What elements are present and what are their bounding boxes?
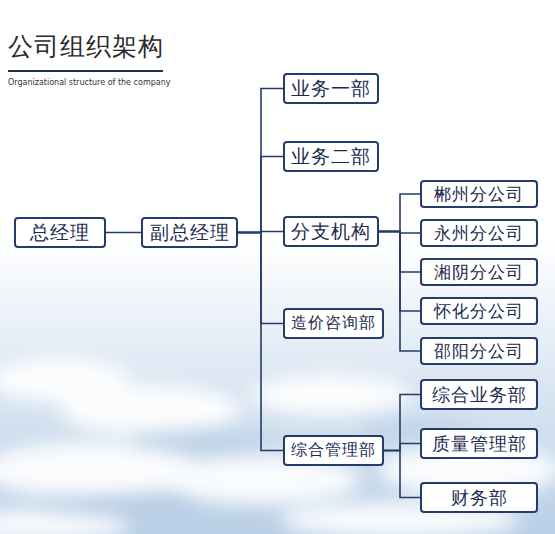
box-label: 质量管理部 <box>432 432 527 456</box>
org-box: 综合管理部 <box>283 435 384 466</box>
box-label: 财务部 <box>451 486 508 510</box>
org-box: 质量管理部 <box>420 428 538 459</box>
org-box: 财务部 <box>420 482 538 513</box>
org-box: 业务一部 <box>283 73 379 104</box>
org-connector <box>238 89 283 233</box>
org-connector <box>238 233 283 451</box>
box-label: 总经理 <box>30 220 90 246</box>
org-connector <box>384 395 420 451</box>
org-box: 永州分公司 <box>420 219 538 247</box>
org-box: 副总经理 <box>141 217 238 248</box>
page-title: 公司组织架构 <box>8 30 164 63</box>
org-connector <box>238 157 283 233</box>
box-label: 副总经理 <box>150 220 230 246</box>
org-box: 业务二部 <box>283 141 379 172</box>
org-connector <box>379 194 420 232</box>
org-box: 总经理 <box>14 217 106 248</box>
org-connector <box>384 444 420 451</box>
subtitle-text: Organizational structure of the company <box>8 78 170 87</box>
org-connector <box>106 232 141 234</box>
org-box: 郴州分公司 <box>420 180 538 208</box>
box-label: 分支机构 <box>291 219 371 245</box>
box-label: 造价咨询部 <box>291 313 376 334</box>
box-label: 综合业务部 <box>432 383 527 407</box>
box-label: 永州分公司 <box>434 222 524 245</box>
box-label: 湘阴分公司 <box>434 261 524 284</box>
org-box: 湘阴分公司 <box>420 258 538 286</box>
box-label: 郴州分公司 <box>434 183 524 206</box>
org-box: 综合业务部 <box>420 379 538 410</box>
box-label: 综合管理部 <box>291 440 376 461</box>
org-box: 怀化分公司 <box>420 297 538 325</box>
org-box: 邵阳分公司 <box>420 337 538 365</box>
box-label: 业务一部 <box>291 76 371 102</box>
org-connector <box>384 451 420 498</box>
box-label: 怀化分公司 <box>434 300 524 323</box>
box-label: 业务二部 <box>291 144 371 170</box>
org-box: 分支机构 <box>283 216 379 247</box>
org-connector <box>379 232 420 352</box>
org-box: 造价咨询部 <box>283 308 384 339</box>
box-label: 邵阳分公司 <box>434 340 524 363</box>
title-rule <box>8 70 163 72</box>
